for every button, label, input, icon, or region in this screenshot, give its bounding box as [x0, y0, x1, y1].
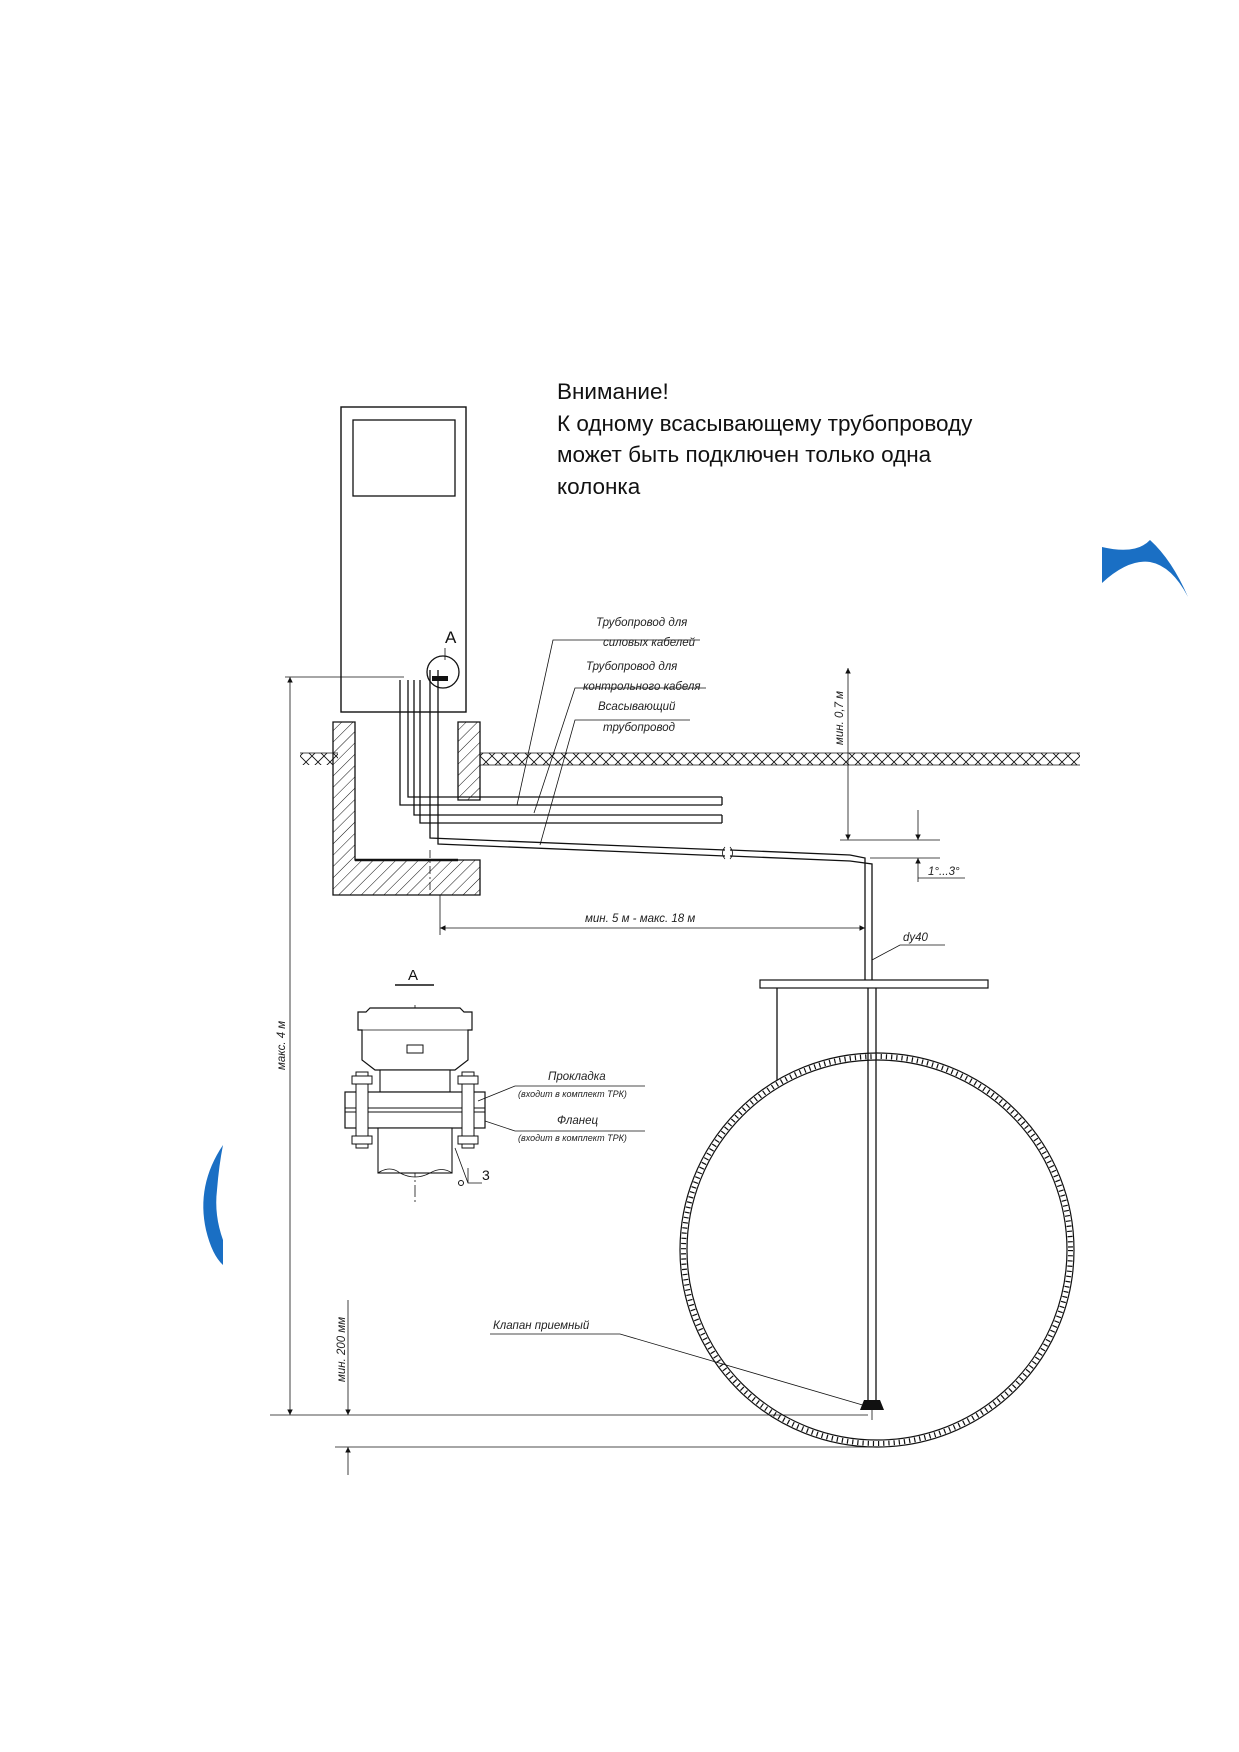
max-height-label: макс. 4 м: [276, 1021, 288, 1070]
storage-tank: [679, 1052, 1075, 1448]
ground-surface: [300, 752, 1080, 766]
attention-text-line-2: может быть подключен только одна: [557, 442, 932, 467]
intake-valve-label: Клапан приемный: [493, 1320, 590, 1332]
control-pipe-label-2: контрольного кабеля: [583, 681, 700, 693]
pipe-leaders: [516, 639, 706, 846]
attention-note: Внимание! К одному всасывающему трубопро…: [557, 376, 997, 502]
power-pipe-label-2: силовых кабелей: [603, 637, 696, 649]
section-title: А: [408, 967, 418, 984]
attention-title: Внимание!: [557, 379, 669, 404]
gasket-note: (входит в комплект ТРК): [518, 1089, 627, 1099]
max-height-dimension: [270, 676, 880, 1448]
intake-valve: [490, 1333, 884, 1420]
view-marker-label: А: [445, 628, 457, 647]
tank-top: [759, 979, 989, 1405]
min-depth-label: мин. 0,7 м: [834, 691, 846, 745]
suction-pipe-label-1: Всасывающий: [598, 701, 676, 713]
detail-marker-circle: [426, 655, 460, 689]
flange-note: (входит в комплект ТРК): [518, 1133, 627, 1143]
power-pipe-label-1: Трубопровод для: [596, 617, 687, 629]
attention-text-line-1: К одному всасывающему трубопроводу: [557, 410, 973, 436]
control-pipe-label-1: Трубопровод для: [586, 661, 677, 673]
flange-label: Фланец: [557, 1115, 598, 1127]
slope-label: 1°...3°: [928, 866, 960, 878]
attention-text-line-3: колонка: [557, 473, 641, 499]
min-depth-dimension: [840, 668, 965, 882]
foundation-pit: [332, 721, 481, 896]
pipes: [399, 670, 873, 980]
fuel-dispenser: [340, 406, 467, 713]
brand-swoosh-icon: [1102, 540, 1188, 597]
weld-mark-label: 3: [482, 1167, 490, 1183]
min-gap-label: мин. 200 мм: [336, 1317, 348, 1382]
section-a-detail: [344, 984, 645, 1205]
suction-pipe-label-2: трубопровод: [603, 722, 675, 734]
dn-label: dy40: [903, 932, 929, 944]
brand-arc-icon: [203, 1145, 223, 1265]
length-label: мин. 5 м - макс. 18 м: [585, 913, 695, 925]
length-dimension: [439, 895, 865, 935]
dn-leader: [871, 944, 945, 961]
gasket-label: Прокладка: [548, 1071, 606, 1083]
